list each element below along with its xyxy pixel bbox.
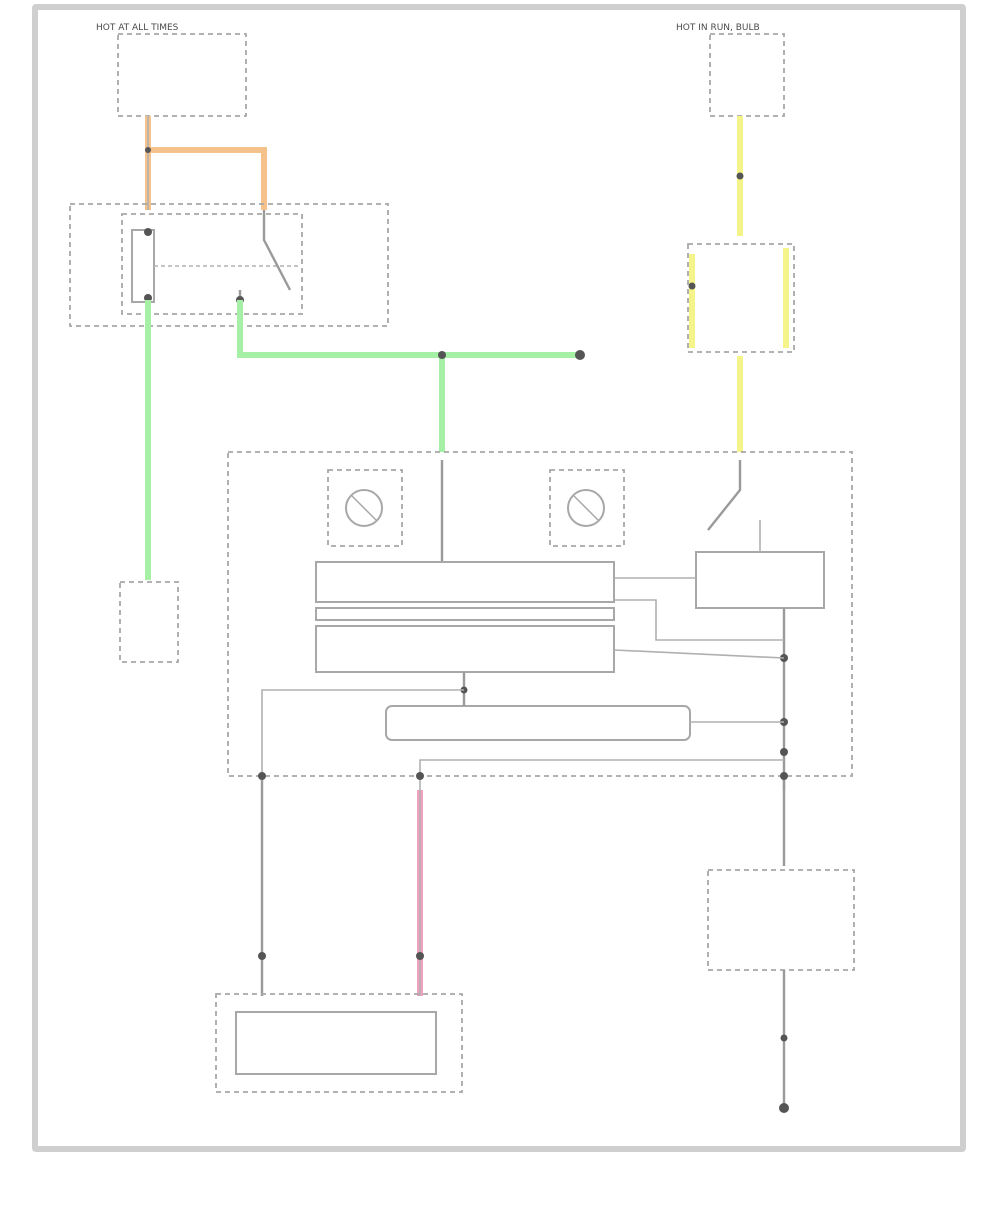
outside-mirror-element: [235, 1011, 437, 1075]
lower-wires: [258, 780, 786, 996]
automatic-dimming-circuit-box: [315, 625, 615, 673]
internal-link-2: [613, 649, 785, 659]
sensor-connector-left: [258, 952, 266, 960]
left-relay-assembly: [69, 203, 389, 327]
top-right-fuse-block: HOT IN RUN, BULB: [676, 23, 785, 117]
lamp-right-cross: [573, 495, 599, 521]
main-control-module: [227, 451, 853, 790]
pink-feed-internal: [419, 759, 784, 776]
top-left-fuse-block: HOT AT ALL TIMES: [96, 23, 247, 117]
sensor-return-wire: [261, 689, 464, 776]
module-terminal-mid: [416, 772, 424, 780]
module-switch-contact: [707, 460, 742, 531]
lamp-box-right: [549, 469, 625, 547]
ground-point: [779, 1103, 789, 1113]
orange-wires: [145, 116, 267, 210]
relay-terminal-top: [144, 228, 152, 236]
relay-coil: [131, 229, 155, 303]
relay-housing-outline: [69, 203, 389, 327]
green-wire-horizontal: [237, 300, 580, 358]
connector-block-bottom-right: [707, 869, 855, 971]
component-outline: [119, 581, 179, 663]
sensor-connector-right: [416, 952, 424, 960]
left-lower-component: [119, 581, 179, 663]
ground-splice: [780, 1034, 788, 1042]
lamp-box-left: [327, 469, 403, 547]
outside-mirror-assembly: [215, 993, 463, 1093]
relay-inner-outline: [121, 213, 303, 315]
module-terminal-right: [780, 772, 788, 780]
logic-bus-bar: [315, 607, 615, 621]
bottom-right-connector: [707, 869, 855, 1113]
outside-mirror-outline: [215, 993, 463, 1093]
yellow-wires: [687, 116, 795, 452]
relay-switch-contact: [262, 210, 292, 291]
power-supply-box: [695, 551, 825, 609]
internal-link-1: [614, 599, 784, 641]
ground-connector-node: [575, 350, 585, 360]
yellow-connector-node: [688, 282, 696, 290]
inside-mirror-element: [385, 705, 691, 741]
right-bus-node-3: [780, 748, 788, 756]
yellow-splice-top: [736, 172, 744, 180]
orange-wire-branch: [148, 147, 267, 210]
logic-circuit-box: [315, 561, 615, 603]
splice-node-green: [438, 351, 446, 359]
fuse-block-outline: [117, 33, 247, 117]
splice-node: [145, 147, 151, 153]
fuse-block-title: HOT AT ALL TIMES: [96, 23, 179, 33]
module-terminal-left: [258, 772, 266, 780]
module-outline: [227, 451, 853, 777]
fuse-block-outline-right: [709, 33, 785, 117]
connector-block-right: [687, 243, 795, 353]
lamp-left-cross: [351, 495, 377, 521]
green-wires: [145, 300, 585, 580]
fuse-block-title-right: HOT IN RUN, BULB: [676, 23, 760, 33]
